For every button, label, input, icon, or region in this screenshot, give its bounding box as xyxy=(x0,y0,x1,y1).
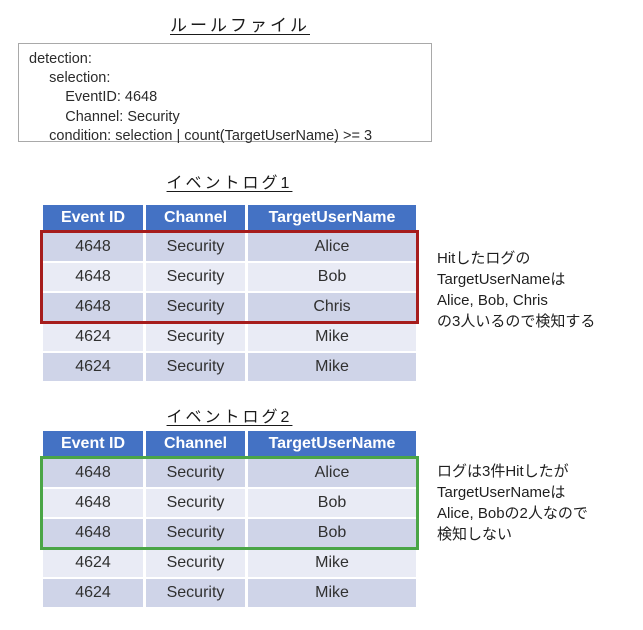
table-cell: Security xyxy=(146,579,245,607)
table-cell: Security xyxy=(146,459,245,487)
table-cell: Bob xyxy=(248,519,416,547)
column-header-target-user-name: TargetUserName xyxy=(248,205,416,231)
table-cell: 4624 xyxy=(43,323,143,351)
table-cell: Chris xyxy=(248,293,416,321)
table-cell: Security xyxy=(146,519,245,547)
column-header-target-user-name: TargetUserName xyxy=(248,431,416,457)
table-cell: Security xyxy=(146,489,245,517)
event-log-2-title: イベントログ2 xyxy=(166,409,293,426)
rule-file-box: detection: selection: EventID: 4648 Chan… xyxy=(18,43,432,144)
table-cell: Security xyxy=(146,233,245,261)
table-cell: 4648 xyxy=(43,233,143,261)
table-cell: Security xyxy=(146,353,245,381)
column-header-channel: Channel xyxy=(146,205,245,231)
rule-file-title: ルールファイル xyxy=(170,16,310,35)
table-cell: Mike xyxy=(248,323,416,351)
event-log-1-title: イベントログ1 xyxy=(166,175,293,192)
rule-file-code: detection: selection: EventID: 4648 Chan… xyxy=(29,51,373,144)
table-cell: 4648 xyxy=(43,293,143,321)
table-cell: Security xyxy=(146,549,245,577)
event-log-1-table: Event ID Channel TargetUserName 4648 Sec… xyxy=(43,205,416,381)
table-cell: 4648 xyxy=(43,459,143,487)
table-cell: Mike xyxy=(248,353,416,381)
table-cell: Alice xyxy=(248,459,416,487)
table-cell: 4648 xyxy=(43,519,143,547)
table-cell: Mike xyxy=(248,579,416,607)
table-cell: Security xyxy=(146,323,245,351)
column-header-event-id: Event ID xyxy=(43,431,143,457)
table-cell: Mike xyxy=(248,549,416,577)
table-cell: Security xyxy=(146,293,245,321)
table-cell: 4648 xyxy=(43,263,143,291)
table-cell: Alice xyxy=(248,233,416,261)
table-cell: Security xyxy=(146,263,245,291)
table-cell: Bob xyxy=(248,489,416,517)
table-cell: Bob xyxy=(248,263,416,291)
table-cell: 4648 xyxy=(43,489,143,517)
table-cell: 4624 xyxy=(43,579,143,607)
column-header-event-id: Event ID xyxy=(43,205,143,231)
table-cell: 4624 xyxy=(43,353,143,381)
column-header-channel: Channel xyxy=(146,431,245,457)
event-log-2-annotation: ログは3件Hitしたが TargetUserNameは Alice, Bobの2… xyxy=(437,463,588,543)
event-log-1-annotation: Hitしたログの TargetUserNameは Alice, Bob, Chr… xyxy=(437,250,596,330)
table-cell: 4624 xyxy=(43,549,143,577)
event-log-2-table: Event ID Channel TargetUserName 4648 Sec… xyxy=(43,431,416,607)
